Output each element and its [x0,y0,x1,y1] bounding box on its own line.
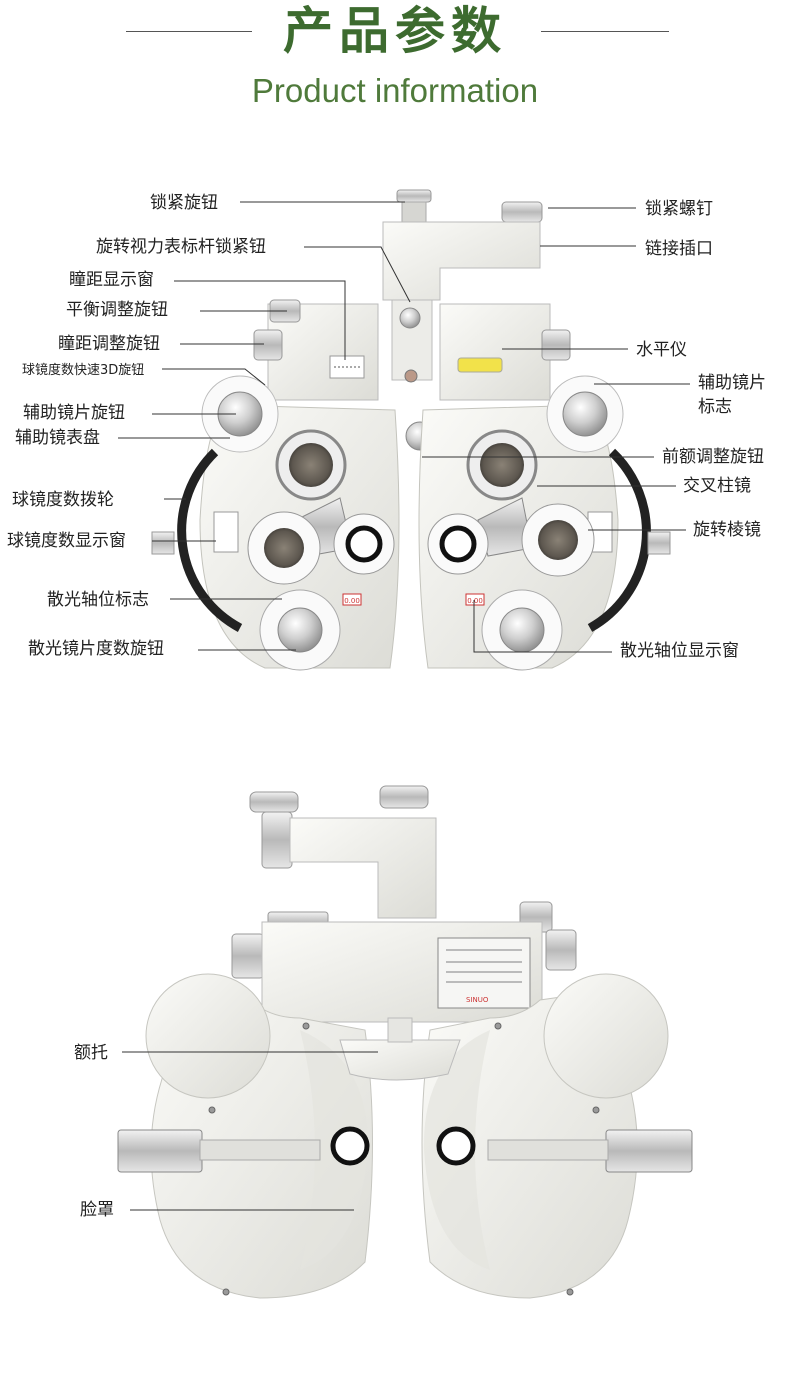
label-pd-knob: 瞳距调整旋钮 [58,334,160,354]
back-view: SINUO [117,785,693,1299]
label-chart-rod-lock: 旋转视力表标杆锁紧钮 [96,237,266,257]
axis-window-left [342,593,362,606]
back-arm [289,817,437,919]
right-upper-lens [480,443,524,487]
front-view: 0.00 0.00 [118,189,690,671]
aux-knob-right [562,391,608,437]
label-sph-window: 球镜度数显示窗 [7,531,126,551]
lock-knob-shape [396,189,432,203]
right-tab [647,531,671,555]
label-aux-knob: 辅助镜片旋钮 [23,403,125,423]
page-subtitle: Product information [251,72,539,109]
back-eyepiece-left [330,1126,370,1166]
label-sph-3d-knob: 球镜度数快速3D旋钮 [22,363,145,378]
label-aux-dial: 辅助镜表盘 [15,428,100,448]
lock-screw-shape [501,201,543,223]
left-eyepiece [345,525,383,563]
back-eyepiece-right [436,1126,476,1166]
title-rule-left [126,31,252,32]
right-side-knob [541,329,571,361]
right-bracket [605,1129,693,1173]
back-knob-left-2 [231,933,265,979]
axis-window-right [465,593,485,606]
right-ear [543,973,669,1099]
left-ear [145,973,271,1099]
center-column [391,299,433,381]
label-axis-mark: 散光轴位标志 [47,590,149,610]
back-leader-lines [122,1051,378,1211]
link-arm [382,221,541,301]
left-bracket-arm [199,1139,321,1161]
back-knob-top [379,785,429,809]
label-axis-window: 散光轴位显示窗 [620,641,739,661]
left-bracket [117,1129,203,1173]
nameplate-lines [446,949,522,983]
left-upper-lens [289,443,333,487]
lock-knob-stem [401,201,427,223]
sph-wheel-right [587,448,651,632]
label-lock-knob: 锁紧旋钮 [150,193,218,213]
sph-window-shape [213,511,239,553]
title-rule-right [541,31,669,32]
back-screws [208,1022,600,1296]
label-rotary-prism: 旋转棱镜 [693,520,761,540]
brand-mark: SINUO [466,996,489,1004]
axis-readout-left: 0.00 [344,597,360,605]
cyl-knob-right [499,607,545,653]
chart-rod-lock-knob [399,307,421,329]
right-upper-housing [439,303,551,401]
label-face-shield: 脸罩 [80,1200,114,1220]
label-link-socket: 链接插口 [645,239,713,259]
back-knob-left [249,791,299,813]
label-aux-mark: 辅助镜片 标志 [698,373,766,417]
label-cyl-knob: 散光镜片度数旋钮 [28,639,164,659]
right-bracket-arm [487,1139,609,1161]
forehead-rest-shape [339,1039,461,1081]
page-title: 产品参数 [283,2,507,60]
sph-wheel-left [177,448,243,632]
right-prism-lens [538,520,578,560]
label-level: 水平仪 [636,340,687,360]
axis-readout-right: 0.00 [467,597,483,605]
center-screw-icon [404,369,418,383]
label-forehead-knob: 前额调整旋钮 [662,447,764,467]
label-cross-cyl: 交叉柱镜 [683,476,751,496]
left-tab [151,531,175,555]
front-leader-lines [118,201,690,653]
back-knob-right-2 [545,929,577,971]
cyl-knob-left [277,607,323,653]
label-sph-wheel: 球镜度数拨轮 [12,490,114,510]
label-pd-window: 瞳距显示窗 [69,270,154,290]
forehead-rest-stem [387,1017,413,1043]
label-forehead-rest: 额托 [74,1043,108,1063]
pd-knob-shape [253,329,283,361]
label-balance-knob: 平衡调整旋钮 [66,300,168,320]
back-link-socket [261,811,293,869]
left-prism-lens [264,528,304,568]
level-bubble [457,357,503,373]
right-eyepiece [439,525,477,563]
label-lock-screw: 锁紧螺钉 [645,199,713,219]
